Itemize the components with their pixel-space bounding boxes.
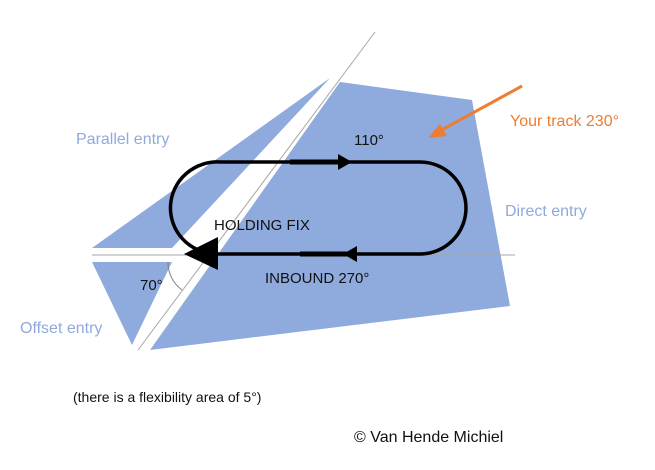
your-track-arrowhead [428,124,447,138]
holding-pattern [168,160,468,256]
outbound-heading-label: 110° [354,132,384,149]
direct-entry-label: Direct entry [505,203,587,220]
outbound-arrowhead [338,154,352,170]
your-track-label: Your track 230° [510,113,619,130]
offset-entry-label: Offset entry [20,320,102,337]
parallel-entry-label: Parallel entry [76,131,169,148]
divider-line-70 [137,31,376,351]
offset-entry-sector [92,262,172,345]
holding-fix-label: HOLDING FIX [214,217,310,234]
copyright-notice: © Van Hende Michiel [354,429,504,446]
inbound-label: INBOUND 270° [265,270,369,287]
your-track-arrow-shaft [437,84,523,134]
offset-angle-label: 70° [140,277,163,294]
flexibility-note: (there is a flexibility area of 5°) [73,389,262,405]
holding-fix-arrowhead [184,237,218,270]
offset-angle-arc [167,261,183,291]
direct-entry-sector [150,82,510,350]
